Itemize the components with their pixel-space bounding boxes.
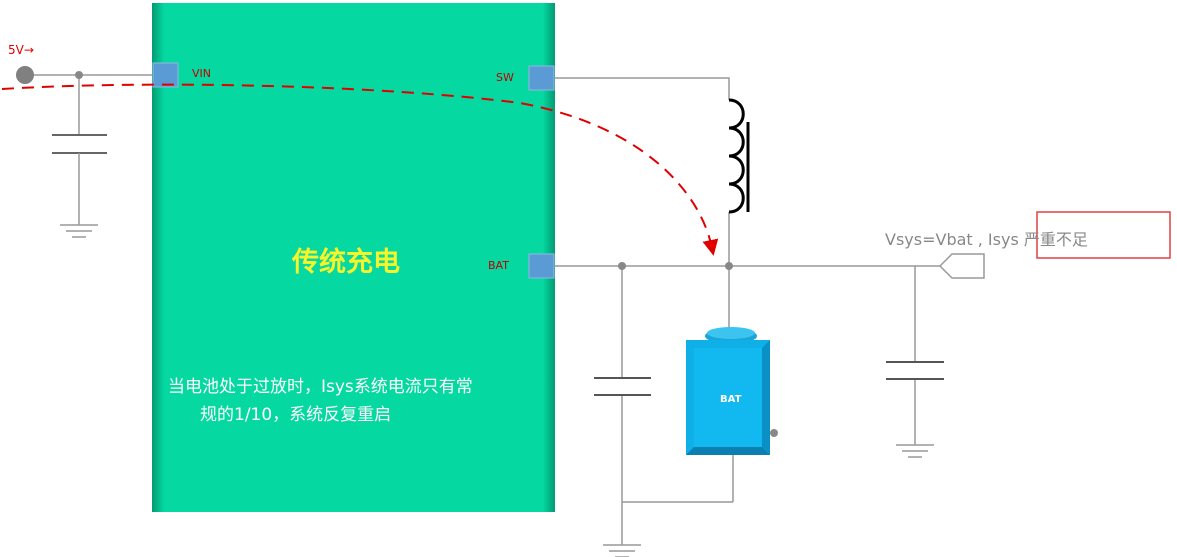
chip-description-line1: 当电池处于过放时，Isys系统电流只有常 — [168, 377, 473, 397]
sw-pin — [528, 65, 555, 91]
inductor — [728, 98, 750, 214]
charger-chip — [152, 3, 555, 512]
battery-label: BAT — [720, 394, 742, 405]
source-label: 5V→ — [8, 43, 34, 57]
bat-pin-label: BAT — [488, 259, 509, 272]
vin-label: VIN — [192, 67, 211, 80]
chip-title: 传统充电 — [292, 247, 400, 278]
output-note: Vsys=Vbat , Isys 严重不足 — [885, 230, 1088, 249]
bat-pin — [528, 253, 555, 279]
highlight-box — [1036, 211, 1171, 259]
source-terminal — [16, 66, 34, 84]
chip-description-line2: 规的1/10，系统反复重启 — [200, 405, 392, 425]
battery — [686, 327, 770, 455]
vin-pin — [152, 62, 179, 88]
sw-label: SW — [496, 71, 514, 84]
